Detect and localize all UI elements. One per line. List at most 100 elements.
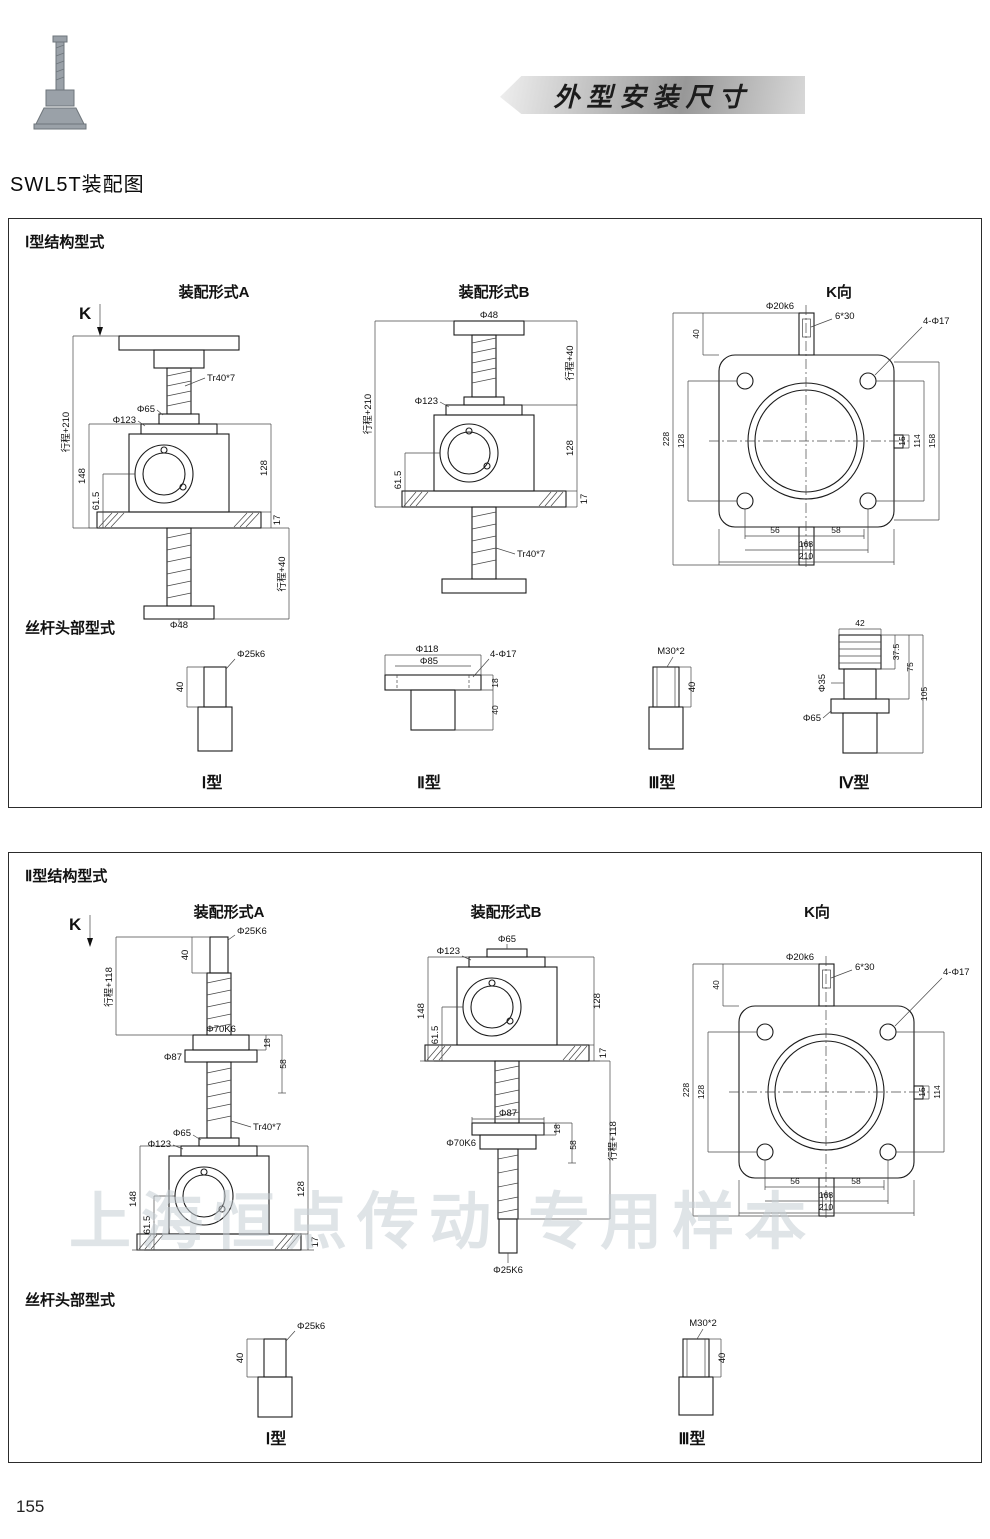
dim-dia65: Φ65 — [803, 713, 821, 724]
dim-disc: Φ70K6 — [446, 1138, 476, 1149]
dim-boss: Φ65 — [173, 1128, 191, 1139]
banner-title: 外型安装尺寸 — [553, 81, 752, 112]
sec1-head-type2-drawing: Φ118 Φ85 4-Φ17 18 40 — [384, 644, 517, 731]
dim-dia: Φ25k6 — [237, 649, 265, 660]
k-direction-marker: K — [69, 915, 96, 947]
dim-holes: 4-Φ17 — [490, 649, 517, 660]
dim-disc: Φ70K6 — [206, 1024, 236, 1035]
dim-18: 18 — [490, 678, 500, 688]
dim-stroke: 行程+118 — [103, 967, 115, 1007]
dim-17: 17 — [310, 1237, 321, 1248]
sec1-head-type4-drawing: 42 Φ35 Φ65 37.5 75 105 — [803, 618, 929, 754]
sec2-head-type1-label: Ⅰ型 — [265, 1431, 287, 1448]
dim-key: 6*30 — [855, 962, 875, 973]
dim-158: 158 — [927, 434, 937, 448]
sec1-head-type1-drawing: Φ25k6 40 — [175, 649, 265, 752]
dim-61-5: 61.5 — [393, 471, 404, 490]
section1-form-b-title: 装配形式B — [458, 284, 530, 301]
section1-k-view-title: K向 — [826, 284, 852, 301]
dim-flange: Φ123 — [113, 415, 136, 426]
dim-flange: Φ123 — [148, 1139, 171, 1150]
dim-148: 148 — [77, 468, 88, 484]
sec2-head-type3-label: Ⅲ型 — [678, 1431, 706, 1448]
sec2-form-b-drawing: Φ65 Φ123 148 61.5 128 17 Φ87 18 58 Φ70K6… — [416, 934, 619, 1276]
sec2-form-a-drawing: Φ25K6 40 行程+118 Φ70K6 Φ87 18 58 Tr40*7 Φ… — [103, 926, 321, 1251]
dim-shaft: Φ20k6 — [766, 301, 794, 312]
section2-title: Ⅱ型结构型式 — [25, 868, 108, 885]
dim-17: 17 — [272, 515, 283, 526]
dim-58: 58 — [851, 1176, 861, 1186]
section2-box: Ⅱ型结构型式 装配形式A 装配形式B K向 K — [8, 852, 982, 1463]
section1-box: Ⅰ型结构型式 装配形式A 装配形式B K向 K — [8, 218, 982, 808]
dim-210: 210 — [799, 551, 813, 561]
dim-len: 40 — [235, 1353, 246, 1364]
sec1-head-type4-label: Ⅳ型 — [838, 775, 870, 792]
dim-thread: Tr40*7 — [207, 373, 235, 384]
dim-58: 58 — [278, 1059, 288, 1069]
dim-105: 105 — [919, 687, 929, 701]
dim-114: 114 — [932, 1085, 942, 1099]
dim-128: 128 — [696, 1085, 706, 1099]
dim-15: 15 — [917, 1087, 927, 1097]
dim-58: 58 — [831, 525, 841, 535]
dim-flange: Φ123 — [437, 946, 460, 957]
dim-40: 40 — [490, 705, 500, 715]
dim-61-5: 61.5 — [142, 1216, 153, 1235]
sec1-head-type2-label: Ⅱ型 — [417, 775, 441, 792]
dim-stroke-upper: 行程+40 — [564, 345, 576, 380]
dim-17: 17 — [579, 494, 590, 505]
sec2-head-type1-drawing: Φ25k6 40 — [235, 1321, 325, 1418]
k-direction-marker: K — [79, 304, 106, 336]
dim-61-5: 61.5 — [91, 492, 102, 511]
sec2-head-type3-drawing: M30*2 40 — [678, 1318, 728, 1416]
dim-128: 128 — [259, 460, 270, 476]
sec1-head-type1-label: Ⅰ型 — [201, 775, 223, 792]
dim-key: 6*30 — [835, 311, 855, 322]
dim-128: 128 — [676, 434, 686, 448]
dim-shaft: Φ20k6 — [786, 952, 814, 963]
dim-18: 18 — [552, 1124, 562, 1134]
dim-58: 58 — [568, 1140, 578, 1150]
dim-holes: 4-Φ17 — [943, 967, 970, 978]
down-arrow-icon — [97, 304, 104, 336]
dim-40: 40 — [691, 329, 701, 339]
dim-top: Φ48 — [480, 310, 498, 321]
dim-40: 40 — [180, 950, 191, 961]
section2-form-b-title: 装配形式B — [470, 904, 542, 921]
dim-boltcircle: Φ85 — [420, 656, 438, 667]
down-arrow-icon — [87, 915, 94, 947]
dim-top: Φ25K6 — [237, 926, 267, 937]
dim-18: 18 — [262, 1038, 272, 1048]
dim-len: 40 — [687, 682, 698, 693]
dim-228: 228 — [661, 432, 671, 446]
jack-logo-icon — [33, 35, 87, 130]
section1-title: Ⅰ型结构型式 — [25, 234, 105, 251]
page-title: SWL5T装配图 — [10, 174, 145, 196]
dim-168: 168 — [819, 1190, 833, 1200]
dim-61-5: 61.5 — [430, 1026, 441, 1045]
dim-dia: Φ25k6 — [297, 1321, 325, 1332]
dim-len: 40 — [175, 682, 186, 693]
section2-k-view-title: K向 — [804, 904, 830, 921]
dim-boss: Φ65 — [137, 404, 155, 415]
sec1-k-view-drawing: Φ20k6 6*30 4-Φ17 40 228 128 15 114 158 5… — [661, 301, 950, 569]
section1-screwhead-title: 丝杆头部型式 — [25, 620, 116, 637]
sec1-form-b-drawing: Φ48 行程+40 Φ123 行程+210 61.5 128 17 Tr40*7 — [362, 310, 590, 594]
dim-168: 168 — [799, 539, 813, 549]
dim-disc2: Φ87 — [164, 1052, 182, 1063]
dim-stroke-lower: 行程+40 — [276, 556, 288, 591]
dim-15: 15 — [897, 436, 907, 446]
sec1-head-type3-label: Ⅲ型 — [648, 775, 676, 792]
dim-56: 56 — [790, 1176, 800, 1186]
dim-thread: Tr40*7 — [517, 549, 545, 560]
page-number: 155 — [16, 1497, 45, 1516]
dim-stroke-total: 行程+210 — [60, 412, 72, 452]
section1-form-a-title: 装配形式A — [178, 284, 250, 301]
dim-148: 148 — [128, 1191, 139, 1207]
dim-56: 56 — [770, 525, 780, 535]
dim-stroke-total: 行程+210 — [362, 394, 374, 434]
dim-228: 228 — [681, 1083, 691, 1097]
dim-end: Φ25K6 — [493, 1265, 523, 1276]
k-label: K — [69, 915, 82, 934]
